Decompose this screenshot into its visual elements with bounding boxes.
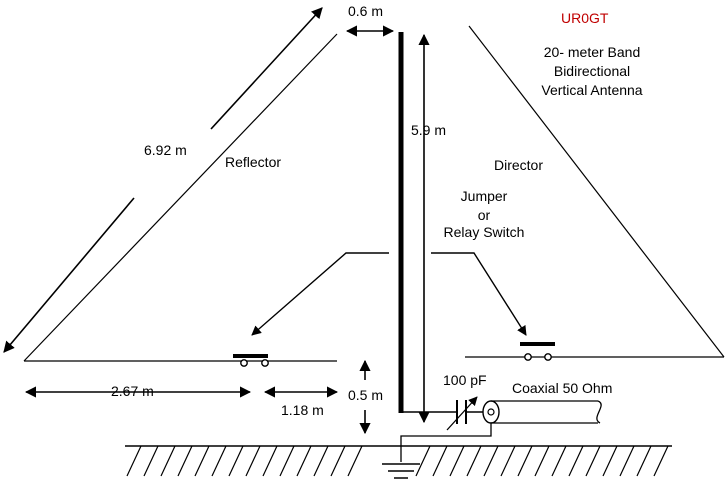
ground-hatch-line [653,445,669,477]
coax-center [487,408,495,416]
credit-label: UR0GT [561,10,609,26]
ground-hatch-line [517,445,533,477]
height-label: 5.9 m [411,122,446,138]
ground-hatch-line [619,445,635,477]
capacitor-label: 100 pF [443,372,487,388]
reflector-switch-contact-left [240,359,248,367]
ground-hatch-line [211,445,227,477]
ground-hatch-line [262,445,278,477]
ground-hatch-line [568,445,584,477]
director-sloper [468,25,725,358]
ground-hatch-line [551,445,567,477]
title-line-3: Vertical Antenna [541,82,642,98]
ground-hatch-line [330,445,346,477]
coax-break [596,400,602,424]
ground-hatch-line [160,445,176,477]
reflector-label: Reflector [225,154,281,170]
ground-hatch-line [126,445,142,477]
sloper-length-arrow-upper [210,7,323,130]
title-line-2: Bidirectional [554,63,630,79]
reflector-switch-contact-right [261,359,269,367]
ground-hatch-line [347,445,363,477]
leader-arrow-director-switch [431,252,527,336]
ground-hatch-line [296,445,312,477]
ground-hatch-line [534,445,550,477]
ground-hatch-line [415,445,431,477]
ground-hatch-line [500,445,516,477]
director-switch-contact-left [524,353,532,361]
ground-hatch-line [177,445,193,477]
ground-hatch-line [483,445,499,477]
ground-hatch-line [466,445,482,477]
ground-hatch-line [432,445,448,477]
reflector-sloper [23,33,338,362]
ground-hatching [126,445,669,477]
director-label: Director [494,157,543,173]
switch-offset-label: 1.18 m [281,402,324,418]
director-switch-contact-right [544,353,552,361]
leader-arrow-reflector-switch [251,252,389,336]
jumper-line-2: or [478,207,491,223]
ground-hatch-line [313,445,329,477]
ground-hatch-line [636,445,652,477]
ground-hatch-line [194,445,210,477]
ground-hatch-line [602,445,618,477]
ground-hatch-line [143,445,159,477]
ground-hatch-line [449,445,465,477]
capacitor-variable-arrow [446,396,478,431]
radial-length-label: 2.67 m [111,383,154,399]
ground-hatch-line [228,445,244,477]
base-height-label: 0.5 m [348,387,383,403]
title-line-1: 20- meter Band [544,44,641,60]
ground-hatch-line [279,445,295,477]
ground-lead [400,423,492,462]
sloper-length-label: 6.92 m [144,142,187,158]
sloper-length-arrow-lower [3,197,135,353]
jumper-line-1: Jumper [461,188,508,204]
coax-label: Coaxial 50 Ohm [512,380,612,396]
ground-hatch-line [245,445,261,477]
spacing-label: 0.6 m [348,3,383,19]
ground-hatch-line [585,445,601,477]
jumper-line-3: Relay Switch [444,224,525,240]
